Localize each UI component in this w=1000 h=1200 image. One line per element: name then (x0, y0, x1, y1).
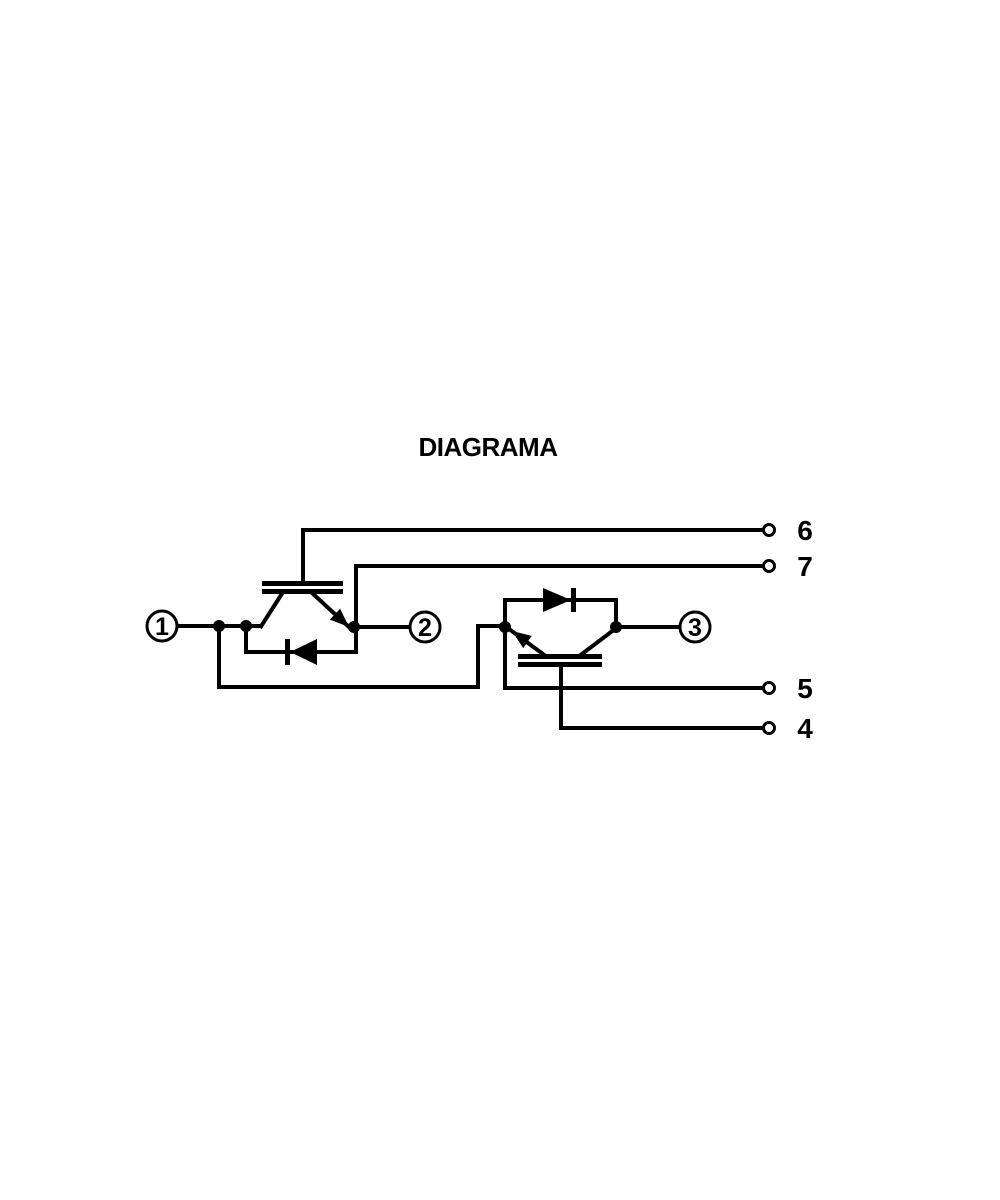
d1-cathode-bar (285, 639, 290, 665)
wire-emitter1-pin7 (354, 564, 763, 629)
pin-6-terminal-circle (762, 523, 776, 537)
diode-d2 (543, 588, 576, 612)
pin-5-terminal-circle (762, 681, 776, 695)
terminal-1-circle (145, 609, 179, 643)
terminal-3-label: 3 (688, 614, 702, 642)
pin-4-terminal-circle (762, 721, 776, 735)
pin-4: 4 (762, 713, 813, 744)
q2-channel-bar (518, 654, 602, 659)
pin-7-label: 7 (797, 551, 813, 582)
junction-dot (348, 621, 360, 633)
terminal-1: 1 (145, 609, 179, 643)
pin-5: 5 (762, 673, 813, 704)
q1-collector-lead (258, 590, 285, 630)
junction-dot (240, 620, 252, 632)
q1-gate-bar (262, 581, 343, 586)
wire-gate1-pin6 (301, 528, 763, 585)
d2-cathode-bar (571, 588, 576, 612)
junction-dot (213, 620, 225, 632)
junction-dot (610, 621, 622, 633)
pin-5-label: 5 (797, 673, 813, 704)
diagram-title: DIAGRAMA (419, 432, 559, 462)
d1-triangle-icon (290, 639, 317, 665)
terminal-1-label: 1 (155, 613, 169, 641)
igbt-q1 (258, 581, 352, 630)
wire-gate2-pin4 (559, 664, 763, 730)
diode-d1 (285, 639, 317, 665)
q1-emitter-arrow-icon (329, 608, 349, 627)
terminal-2-label: 2 (418, 614, 432, 642)
terminal-3-circle (678, 610, 712, 644)
q2-emitter-arrow-icon (512, 631, 532, 649)
q1-channel-bar (262, 589, 343, 594)
wire-emitter2-pin5 (503, 626, 763, 690)
terminal-2: 2 (408, 610, 442, 644)
pin-7-terminal-circle (762, 559, 776, 573)
igbt-q2 (507, 627, 617, 667)
pin-6-label: 6 (797, 515, 813, 546)
terminal-3: 3 (678, 610, 712, 644)
pin-6: 6 (762, 515, 813, 546)
q2-collector-lead (576, 627, 617, 659)
pin-7: 7 (762, 551, 813, 582)
terminal-2-circle (408, 610, 442, 644)
wire-terminal1-q2node (217, 624, 505, 689)
pin-4-label: 4 (797, 713, 813, 744)
q2-gate-bar (518, 662, 602, 667)
d2-triangle-icon (543, 588, 571, 612)
junction-dot (499, 621, 511, 633)
